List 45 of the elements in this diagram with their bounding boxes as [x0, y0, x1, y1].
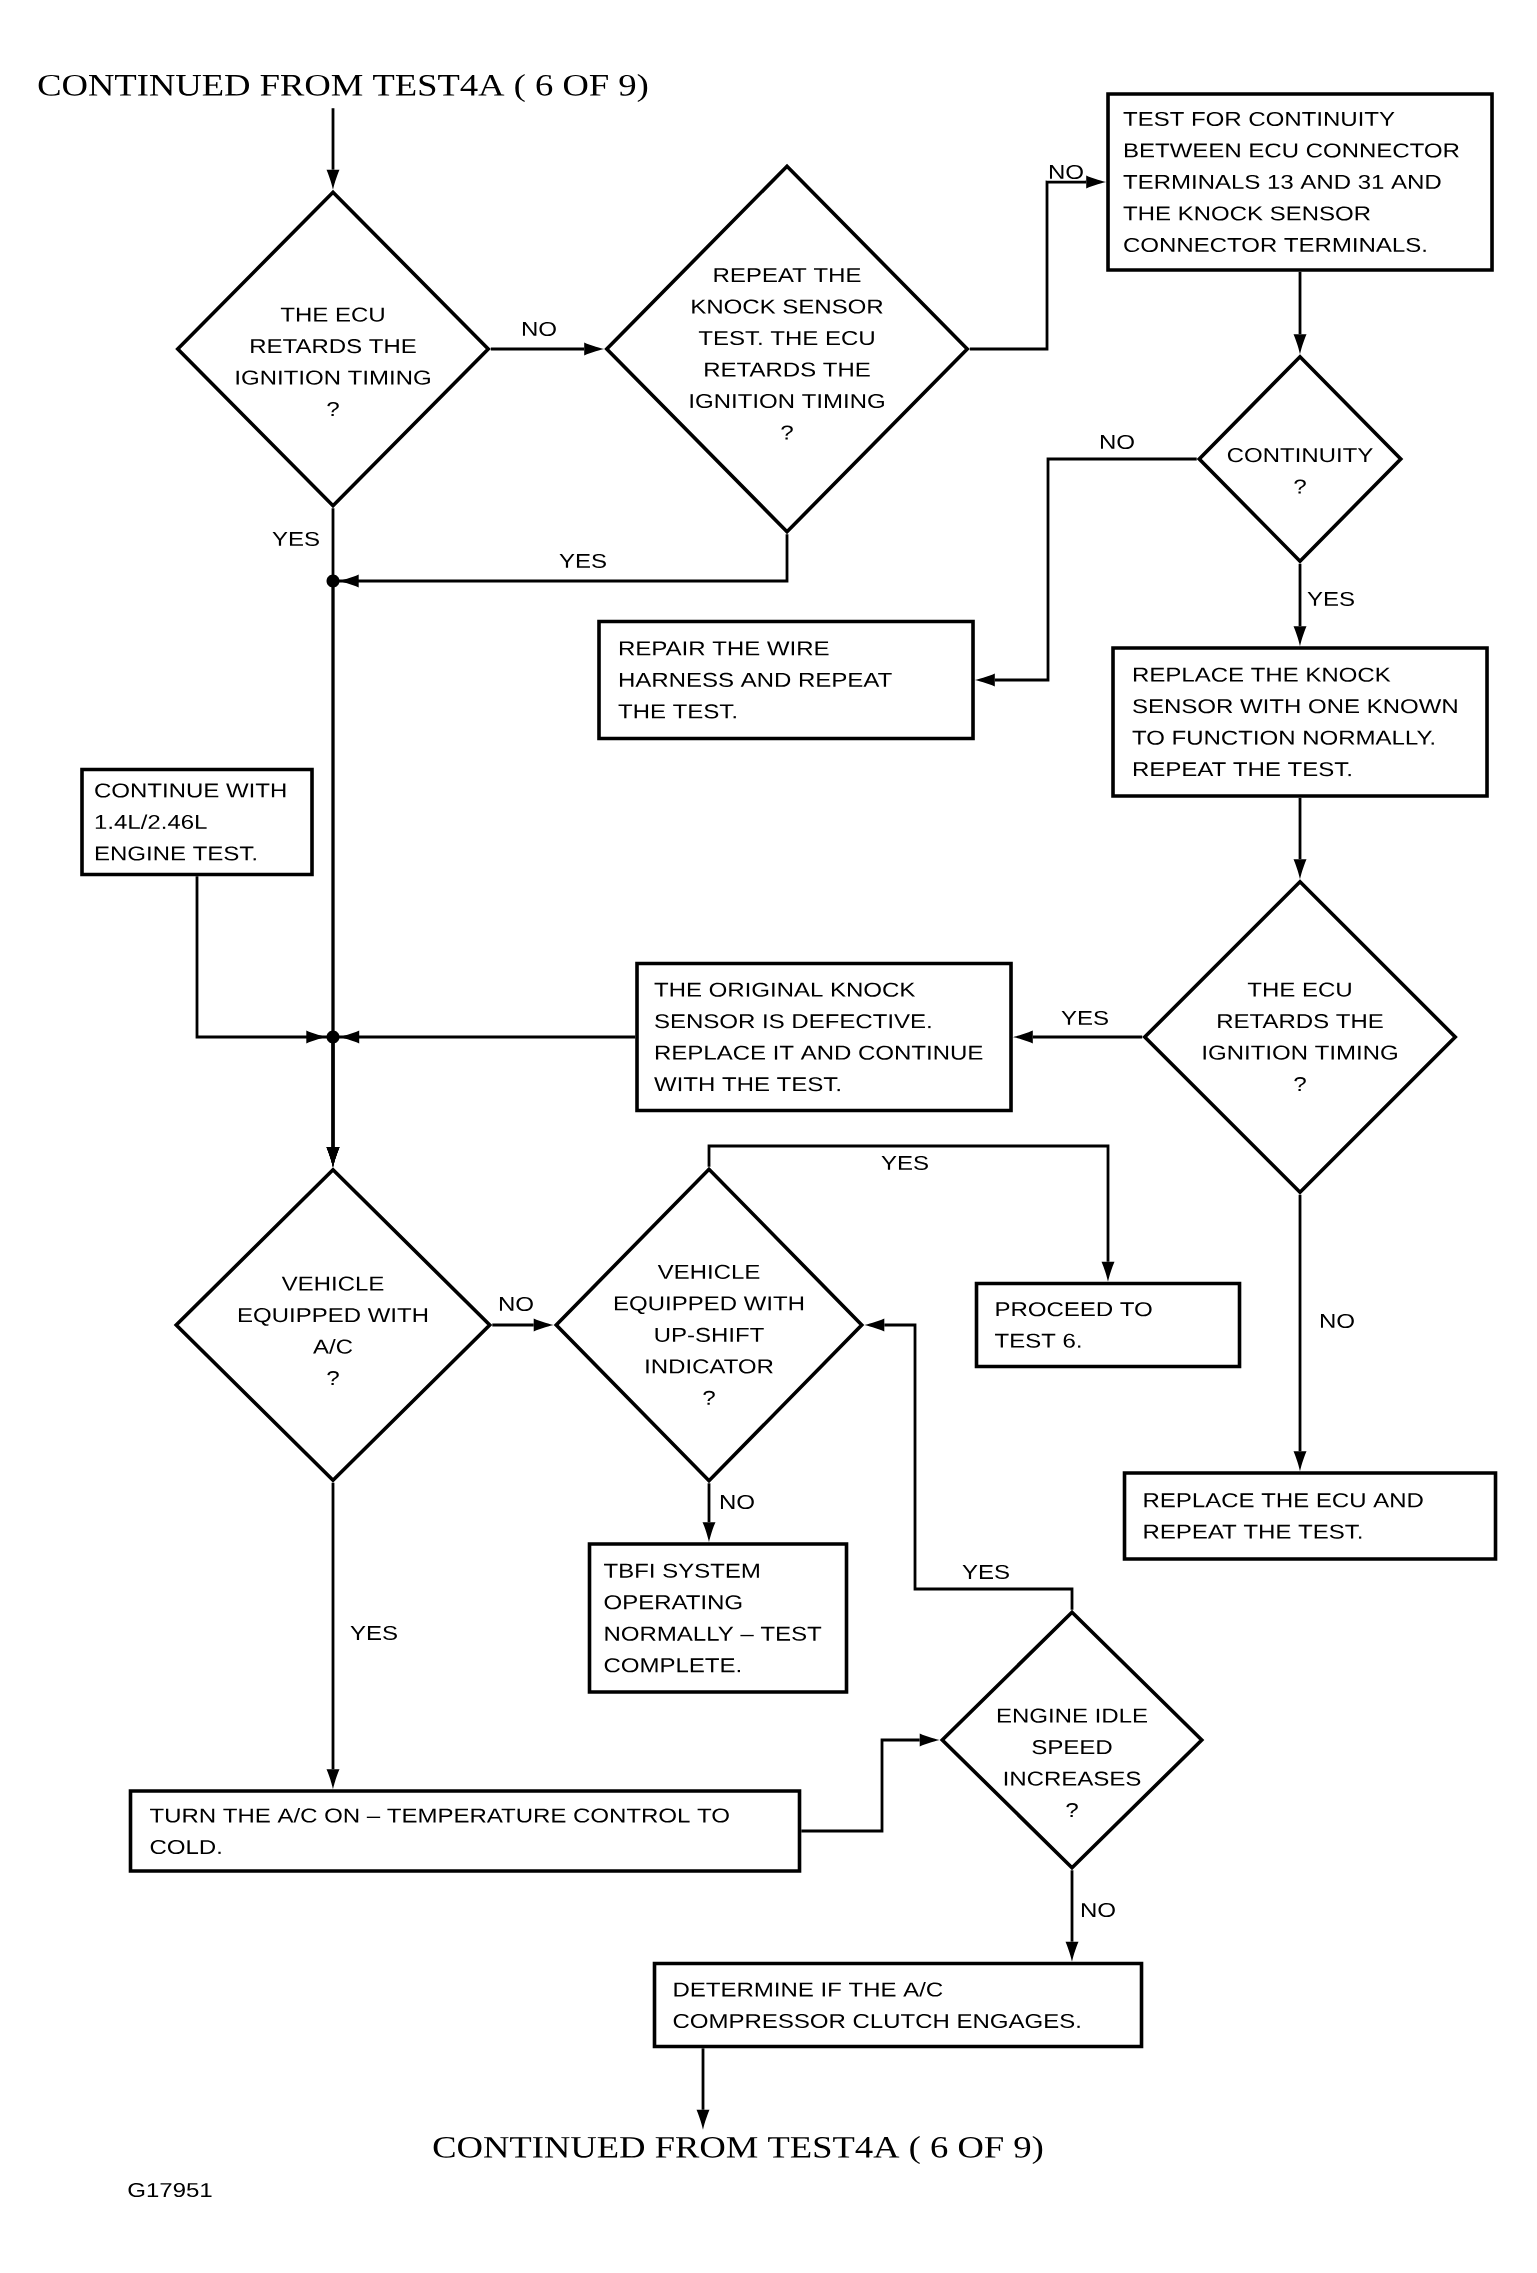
edge-label: YES — [879, 1154, 931, 1172]
process-box: THE ORIGINAL KNOCK SENSOR IS DEFECTIVE. REPLACE IT AND CONTINUE WITH THE TEST. — [635, 961, 1013, 1113]
arrow — [1293, 271, 1307, 355]
edge-label: YES — [1059, 1009, 1111, 1027]
edge-label: NO — [1317, 1312, 1357, 1330]
figure-number: G17951 — [128, 2182, 212, 2198]
arrow — [326, 1030, 636, 1168]
process-box: CONTINUE WITH 1.4L/2.46L ENGINE TEST. — [80, 767, 314, 877]
arrow — [490, 342, 605, 356]
arrow — [702, 1483, 716, 1543]
arrow — [707, 1144, 1115, 1282]
process-box: REPLACE THE ECU AND REPEAT THE TEST. — [1122, 1471, 1498, 1561]
arrow — [492, 1318, 554, 1332]
arrow — [974, 457, 1197, 687]
edge-label: NO — [717, 1493, 757, 1511]
arrow — [1293, 563, 1307, 647]
arrow — [1293, 1194, 1307, 1472]
arrow — [696, 2048, 710, 2130]
arrow — [801, 1733, 940, 1833]
edge-label: NO — [496, 1295, 536, 1313]
edge-label: YES — [960, 1563, 1012, 1581]
process-box: TEST FOR CONTINUITY BETWEEN ECU CONNECTOR TERMINALS 13 AND 31 AND THE KNOCK SENSOR CONNECTOR TERMINALS. — [1106, 92, 1494, 272]
arrow — [1012, 1030, 1143, 1044]
process-box: REPLACE THE KNOCK SENSOR WITH ONE KNOWN TO FUNCTION NORMALLY. REPEAT THE TEST. — [1111, 646, 1489, 798]
arrow — [969, 175, 1107, 351]
edge-label: NO — [1097, 433, 1137, 451]
arrow — [326, 1482, 340, 1790]
edge-label: NO — [1046, 163, 1086, 181]
arrow — [326, 108, 340, 190]
process-box: PROCEED TO TEST 6. — [974, 1281, 1242, 1369]
arrow — [864, 1318, 1074, 1610]
continuation-text: CONTINUED FROM TEST4A ( 6 OF 9) — [38, 73, 648, 103]
edge-label: YES — [270, 530, 322, 548]
edge-label: NO — [1078, 1901, 1118, 1919]
edge-label: NO — [519, 320, 559, 338]
process-box: DETERMINE IF THE A/C COMPRESSOR CLUTCH ENGAGES. — [652, 1961, 1144, 2049]
arrow — [1293, 797, 1307, 880]
process-box: TBFI SYSTEM OPERATING NORMALLY – TEST COMPLETE. — [587, 1542, 849, 1694]
process-box: TURN THE A/C ON – TEMPERATURE CONTROL TO COLD. — [128, 1789, 802, 1873]
edge-label: YES — [1305, 590, 1357, 608]
arrow — [1065, 1870, 1079, 1962]
continuation-text: CONTINUED FROM TEST4A ( 6 OF 9) — [433, 2135, 1043, 2165]
edge-label: YES — [348, 1624, 400, 1642]
process-box: REPAIR THE WIRE HARNESS AND REPEAT THE TEST. — [597, 619, 975, 741]
edge-label: YES — [557, 552, 609, 570]
